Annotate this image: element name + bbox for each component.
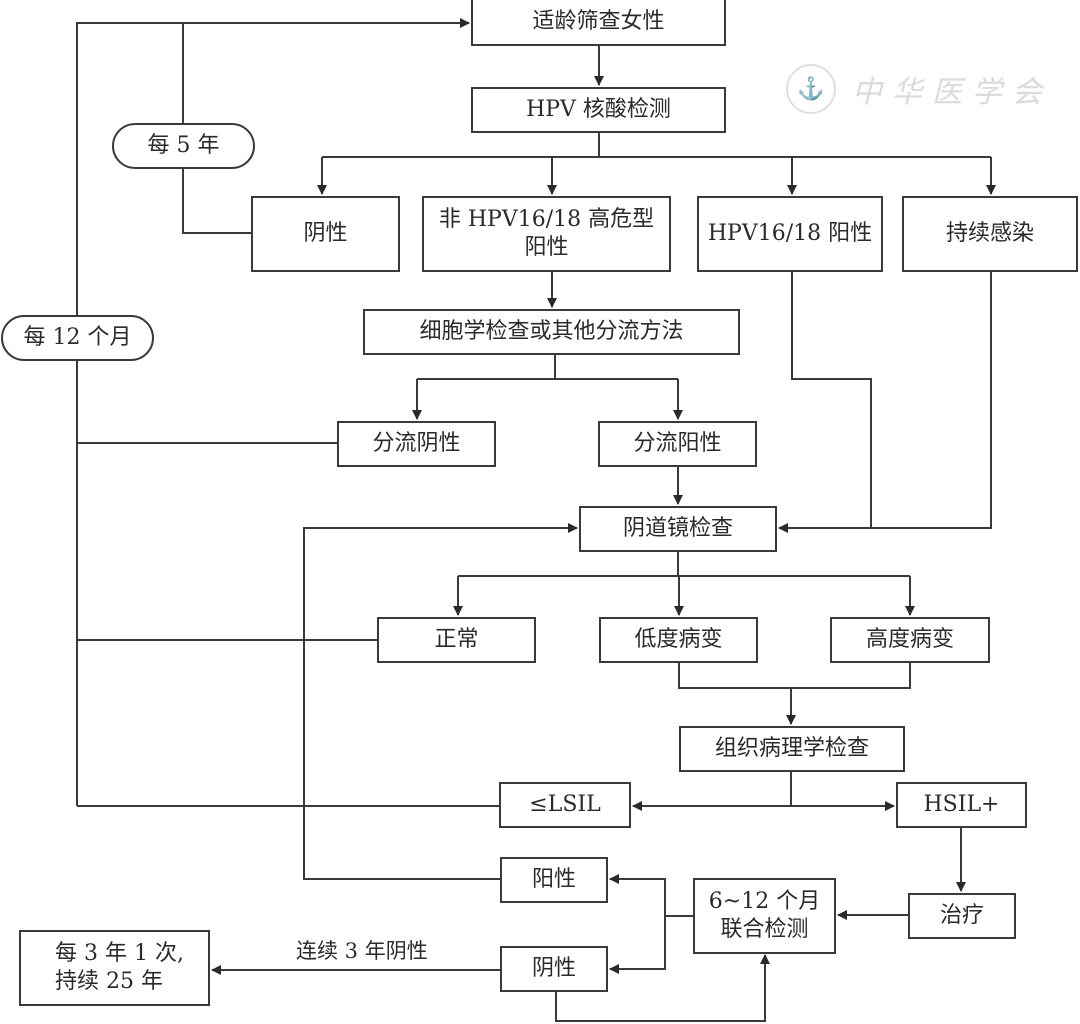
node-high-grade-lesion: 高度病变 [830, 617, 990, 663]
node-triage-negative: 分流阴性 [337, 421, 496, 467]
interval-every-12-months: 每 12 个月 [1, 315, 154, 361]
node-triage-positive: 分流阳性 [598, 421, 757, 467]
node-colposcopy: 阴道镜检查 [579, 506, 777, 552]
node-persistent-infection: 持续感染 [902, 196, 1078, 272]
node-low-grade-lesion: 低度病变 [599, 617, 758, 663]
node-normal: 正常 [377, 617, 536, 663]
node-non-hpv16-18-hr-positive: 非 HPV16/18 高危型 阳性 [422, 196, 671, 272]
edge-5y-loop [182, 169, 251, 234]
edge-to-cotest-pos [609, 874, 666, 916]
node-cotest-negative: 阴性 [500, 946, 608, 992]
node-negative: 阴性 [251, 196, 400, 272]
node-lsil-or-less: ≤LSIL [499, 782, 631, 828]
edge-merge [678, 663, 911, 689]
label-three-years-negative: 连续 3 年阴性 [296, 939, 428, 963]
watermark: ⚓ 中华医学会 [786, 64, 1052, 114]
edge-neg-repeat [555, 954, 770, 1022]
edge-persist-colpo [778, 271, 992, 533]
edge-outer-loop [76, 18, 470, 806]
node-screening-women: 适龄筛查女性 [471, 0, 726, 46]
node-every-3-years: 每 3 年 1 次, 持续 25 年 [19, 930, 210, 1006]
watermark-text: 中华医学会 [852, 75, 1052, 110]
node-cytology-triage: 细胞学检查或其他分流方法 [363, 309, 740, 355]
society-emblem-icon: ⚓ [786, 64, 836, 114]
edge-cotest-pos-colpo [303, 523, 578, 880]
node-cotest: 6~12 个月 联合检测 [693, 878, 836, 954]
interval-every-5-years: 每 5 年 [112, 123, 255, 169]
node-histopathology: 组织病理学检查 [679, 726, 905, 772]
node-treatment: 治疗 [908, 893, 1016, 939]
node-hsil-plus: HSIL+ [896, 782, 1027, 828]
node-cotest-positive: 阳性 [500, 857, 608, 903]
edge-to-cotest-neg [609, 916, 666, 974]
node-hpv-test: HPV 核酸检测 [471, 87, 726, 133]
node-hpv16-18-positive: HPV16/18 阳性 [697, 196, 883, 272]
edge-1618-colpo [791, 271, 872, 528]
